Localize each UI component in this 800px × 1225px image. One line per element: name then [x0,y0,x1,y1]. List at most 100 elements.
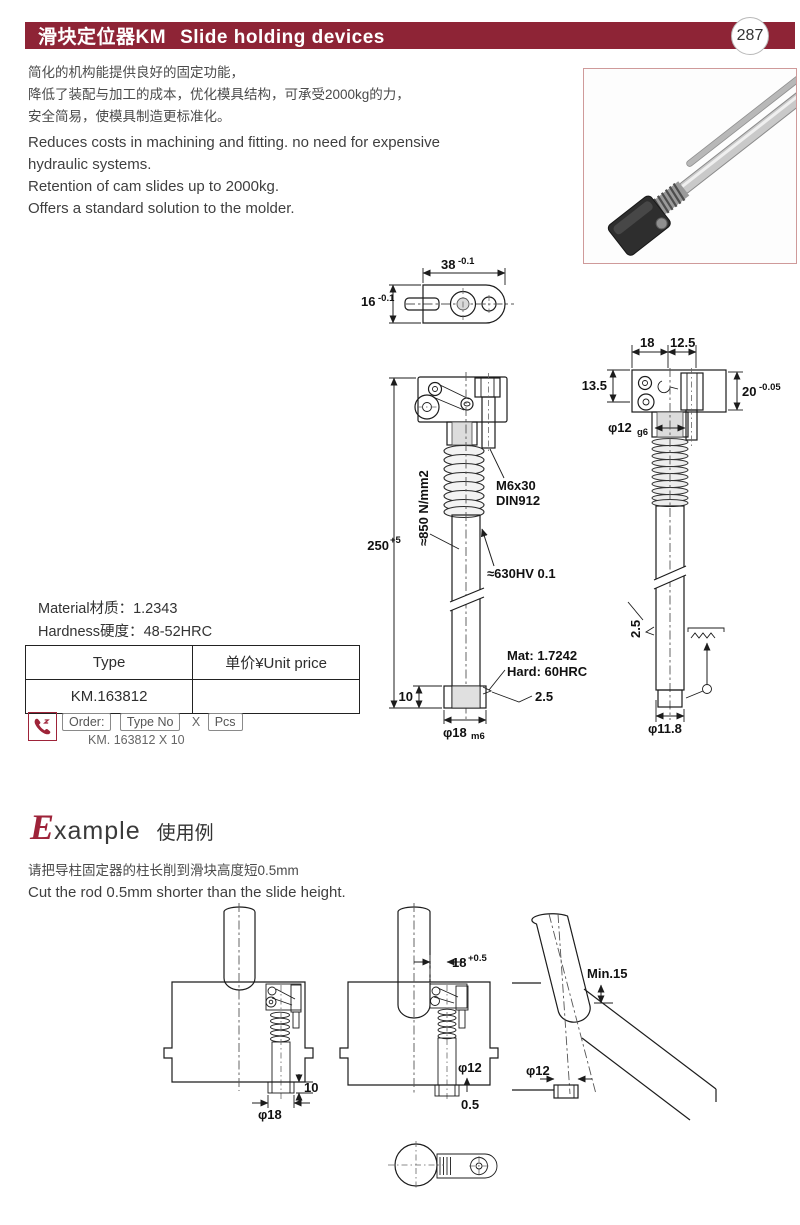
front-spring [443,444,485,519]
example-1: 10 φ18 [163,903,318,1122]
material-value: 1.2343 [133,601,178,617]
roughness-symbol [685,627,725,699]
photo-detent [655,217,668,230]
intro-en-line: Retention of cam slides up to 2000kg. [28,178,279,195]
dim-front-10: 10 [399,689,413,704]
intro-zh-line: 降低了装配与加工的成本，优化模具结构，可承受2000kg的力， [28,87,410,102]
example-zh: 使用例 [156,823,214,844]
page-title-en: Slide holding devices [180,27,385,48]
intro-en: Reduces costs in machining and fitting. … [28,132,440,220]
dim-top-width: 38 [441,257,455,272]
dim-ex1-10: 10 [304,1080,318,1095]
side-break [654,566,686,589]
table-row: KM.163812 [24,679,360,714]
page-title-zh: 滑块定位器KM [38,27,167,48]
ex3-guide-pin [531,913,591,1023]
hardness-label: Hardness硬度： [38,624,144,640]
label-bushing-mat: Mat: 1.7242 [507,648,577,663]
dim-top-height-tol: -0.1 [378,293,395,304]
top-view: 38 -0.1 16 -0.1 [361,256,514,324]
example-initial: E [30,807,55,847]
photo-head-highlight [613,201,653,235]
label-screw-size: M6x30 [496,478,536,493]
label-surface-hardness: ≈630HV 0.1 [487,566,556,581]
dim-side-dia12: φ12 [608,420,632,435]
header-bar: 滑块定位器KM Slide holding devices [25,22,795,49]
ex1-guide-pin [223,906,256,991]
front-break [450,588,484,611]
dim-front-chamfer: 2.5 [535,689,553,704]
hardness-value: 48-52HRC [143,624,213,640]
dim-side-20: 20 [742,384,756,399]
dim-front-dia: φ18 [443,725,467,740]
ex2-mold-block [339,981,499,1086]
order-times: X [191,715,201,729]
phone-icon [34,718,51,735]
bottom-top-view [388,1141,498,1189]
example-note-zh: 请把导柱固定器的柱长削到滑块高度短0.5mm [28,863,299,878]
side-screw-head [680,372,704,411]
material-label: Material材质： [38,601,134,617]
dim-side-dia12-fit: g6 [637,427,648,438]
dim-ex3-min: Min.15 [587,966,627,981]
material-specs: Material材质：1.2343 Hardness硬度：48-52HRC [38,598,212,644]
example-2: 18 +0.5 φ12 0.5 [339,903,499,1112]
dim-front-length: 250 [367,538,389,553]
intro-en-line: Reduces costs in machining and fitting. … [28,134,440,151]
product-photo-image [607,71,800,256]
top-view-tab [404,297,440,311]
price-table: Type 单价¥Unit price KM.163812 [24,645,360,714]
dim-side-18: 18 [640,335,654,350]
ex1-device [265,983,302,1101]
front-chamfer-mark [482,686,493,695]
intro-en-line: Offers a standard solution to the molder… [28,200,295,217]
order-format: Order: Type No X Pcs [62,713,247,731]
top-view-body [422,284,506,324]
dim-side-chamfer: 2.5 [628,620,643,638]
hardness-line: Hardness硬度：48-52HRC [38,621,212,644]
front-view: 250 +5 [367,372,588,742]
dim-ex1-dia: φ18 [258,1107,282,1122]
photo-spring [652,181,690,217]
example-note: 请把导柱固定器的柱长削到滑块高度短0.5mm Cut the rod 0.5mm… [28,860,346,904]
cell-type: KM.163812 [24,679,194,714]
intro-zh-line: 简化的机构能提供良好的固定功能， [28,65,244,80]
label-screw-din: DIN912 [496,493,540,508]
bottom-view-head [436,1153,498,1179]
dim-side-20-tol: -0.05 [759,382,781,393]
front-screw-head [474,377,501,398]
dim-ex2-gap: 0.5 [461,1097,479,1112]
order-example: KM. 163812 X 10 [88,733,185,747]
dim-front-dia-fit: m6 [471,731,485,742]
dim-ex2-dia: φ12 [458,1060,482,1075]
photo-head-block [607,195,671,256]
order-label: Order: [62,713,112,731]
phone-badge [28,712,57,741]
side-view: 18 12.5 20 -0.05 13.5 [582,335,782,736]
product-photo [583,68,800,264]
dim-top-height: 16 [361,294,375,309]
dim-ex3-dia: φ12 [526,1063,550,1078]
material-line: Material材质：1.2343 [38,598,212,621]
dim-side-125: 12.5 [670,335,695,350]
photo-rod-thin [686,71,800,167]
intro-en-line: hydraulic systems. [28,156,152,173]
cell-price [192,679,360,714]
page-title: 滑块定位器KM Slide holding devices [25,22,385,49]
dim-side-135: 13.5 [582,378,607,393]
side-chamfer-mark [644,626,655,636]
front-cam-lever [414,381,474,420]
intro-zh: 简化的机构能提供良好的固定功能， 降低了装配与加工的成本，优化模具结构，可承受2… [28,62,410,128]
label-spring-force: ≈850 N/mm2 [416,470,431,546]
side-cam-slot [657,380,679,394]
intro-zh-line: 安全简易，使模具制造更标准化。 [28,109,231,124]
order-typeno-box: Type No [119,713,181,731]
example-3: Min.15 φ12 [512,913,717,1121]
col-header-price: 单价¥Unit price [192,645,360,680]
dim-ex2-18: 18 [452,955,466,970]
dim-front-length-tol: +5 [390,535,402,546]
ex3-rod-tip [553,1084,579,1099]
dim-ex2-18-tol: +0.5 [468,953,487,964]
